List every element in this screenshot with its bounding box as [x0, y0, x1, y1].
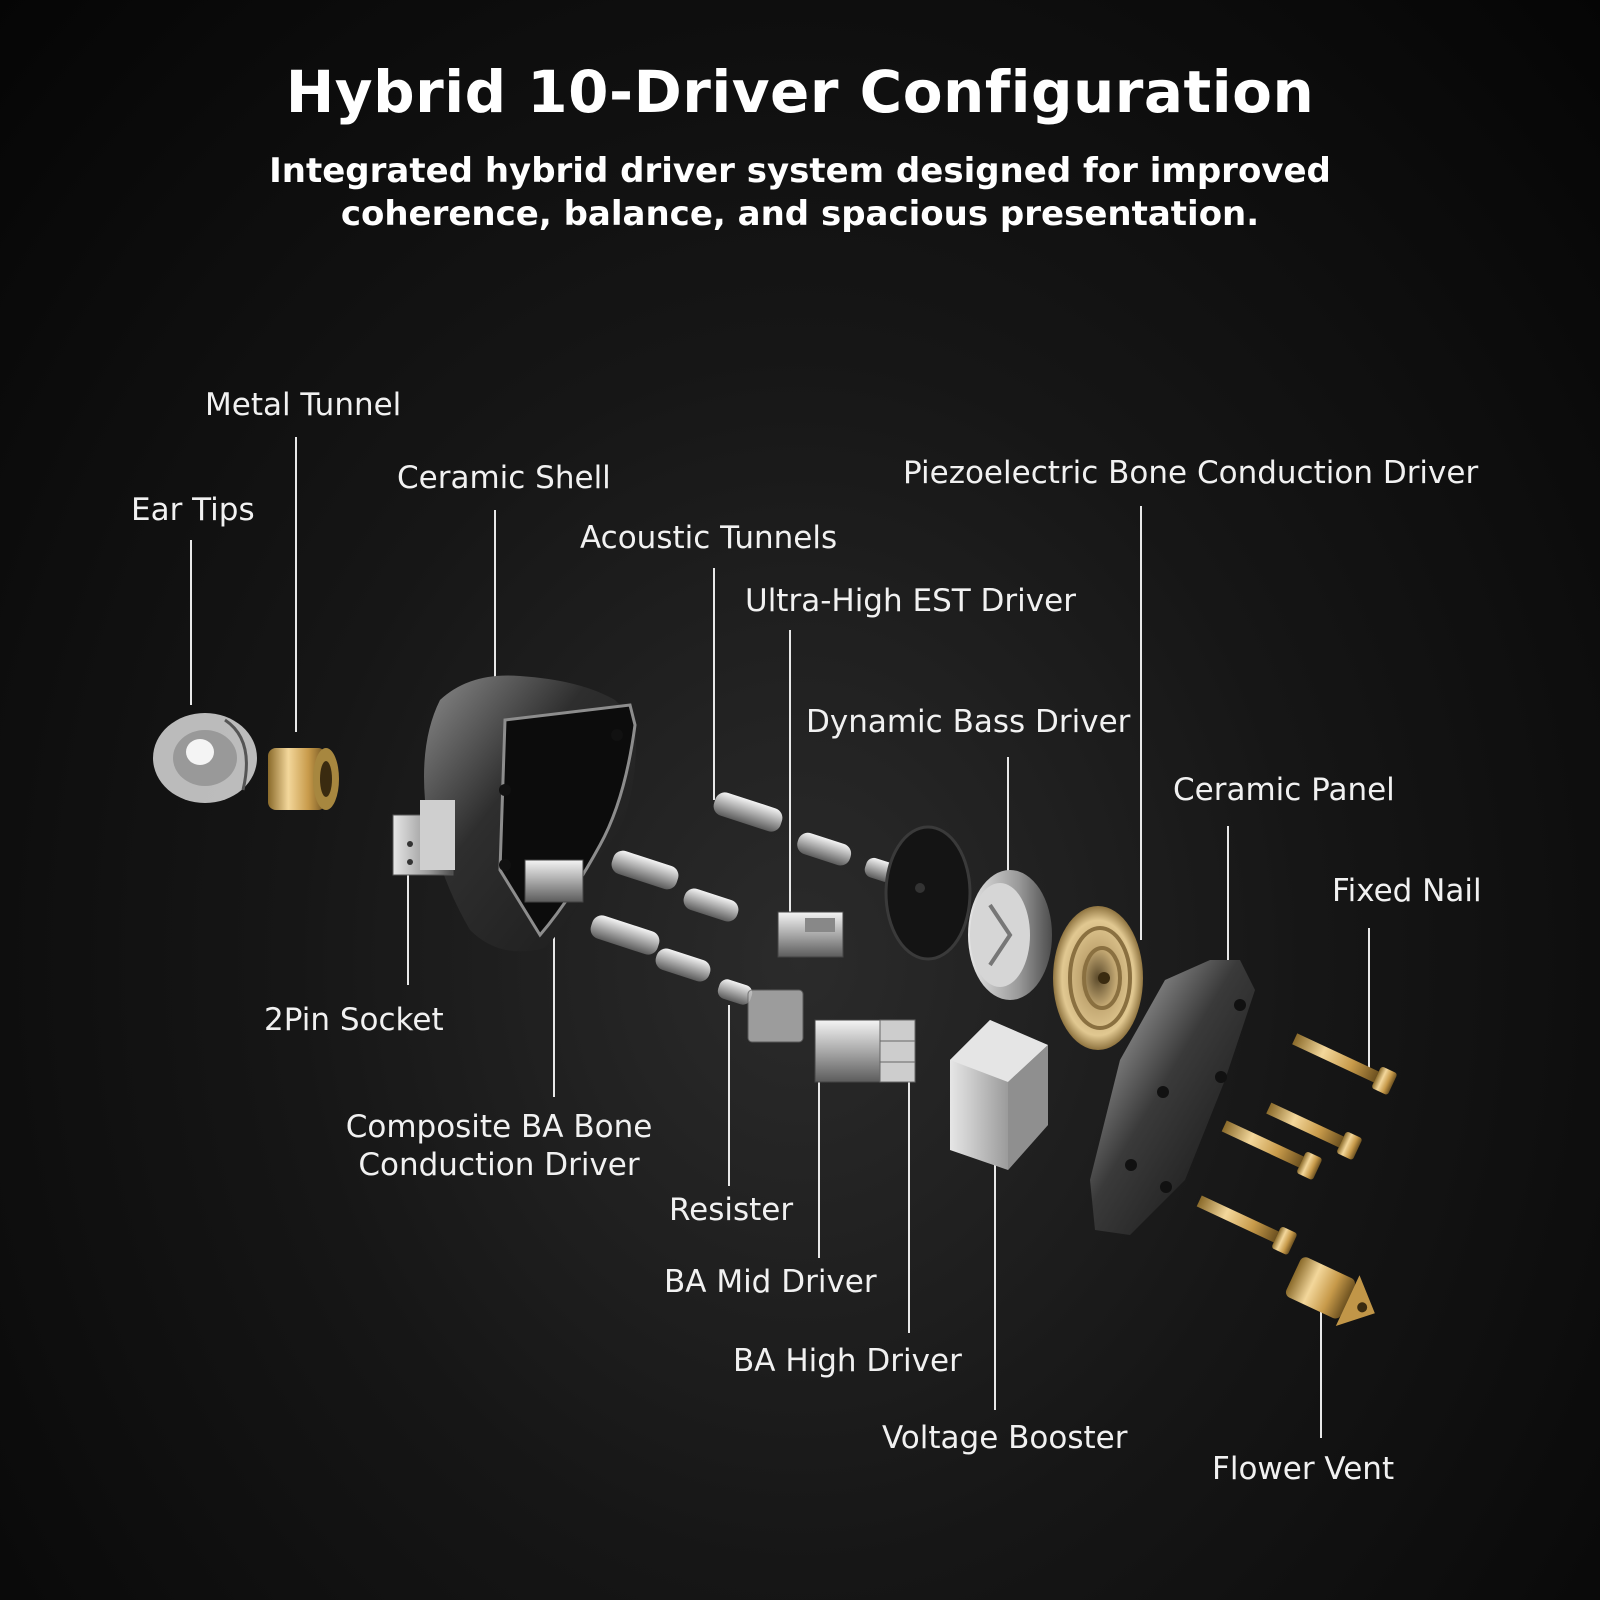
ba-bone-chip-part	[747, 989, 804, 1043]
acoustic-tunnels-part	[590, 792, 896, 982]
ear-tips-part	[153, 713, 257, 803]
label-ear-tips: Ear Tips	[131, 492, 255, 528]
subtitle-line-1: Integrated hybrid driver system designed…	[269, 151, 1331, 191]
flower-vent-part	[1285, 1257, 1375, 1326]
label-ba-high-driver: BA High Driver	[733, 1343, 962, 1379]
dark-diaphragm-part	[884, 825, 972, 961]
label-voltage-booster: Voltage Booster	[882, 1420, 1128, 1456]
resister-part	[717, 979, 753, 1005]
label-ultra-high-est-driver: Ultra-High EST Driver	[745, 583, 1076, 619]
piezo-driver-part	[1053, 906, 1143, 1050]
ceramic-shell-part	[424, 675, 637, 952]
two-pin-socket-part	[392, 800, 455, 876]
label-piezo-driver: Piezoelectric Bone Conduction Driver	[903, 455, 1479, 491]
label-composite-ba-line-1: Composite BA Bone	[345, 1109, 653, 1145]
label-composite-ba-driver: Composite BA Bone Conduction Driver	[334, 1108, 664, 1184]
label-fixed-nail: Fixed Nail	[1332, 873, 1482, 909]
ba-mid-high-part	[814, 1019, 916, 1083]
fixed-nails-part	[1196, 1033, 1397, 1255]
label-acoustic-tunnels: Acoustic Tunnels	[580, 520, 838, 556]
label-metal-tunnel: Metal Tunnel	[205, 387, 402, 423]
label-dynamic-bass-driver: Dynamic Bass Driver	[806, 704, 1131, 740]
dynamic-bass-driver-part	[968, 870, 1052, 1000]
label-ceramic-panel: Ceramic Panel	[1173, 772, 1395, 808]
page-subtitle: Integrated hybrid driver system designed…	[0, 150, 1600, 236]
label-flower-vent: Flower Vent	[1212, 1451, 1395, 1487]
voltage-booster-part	[950, 1020, 1048, 1170]
subtitle-line-2: coherence, balance, and spacious present…	[340, 194, 1260, 234]
label-ba-mid-driver: BA Mid Driver	[664, 1264, 877, 1300]
composite-ba-part	[524, 859, 584, 903]
label-ceramic-shell: Ceramic Shell	[397, 460, 611, 496]
page-title: Hybrid 10-Driver Configuration	[285, 58, 1315, 126]
ultra-high-est-part	[777, 911, 844, 958]
leader-lines	[190, 437, 1370, 1438]
label-2pin-socket: 2Pin Socket	[264, 1002, 444, 1038]
ceramic-panel-part	[1090, 960, 1255, 1235]
label-composite-ba-line-2: Conduction Driver	[358, 1147, 640, 1183]
label-resister: Resister	[669, 1192, 794, 1228]
metal-tunnel-part	[268, 748, 339, 810]
